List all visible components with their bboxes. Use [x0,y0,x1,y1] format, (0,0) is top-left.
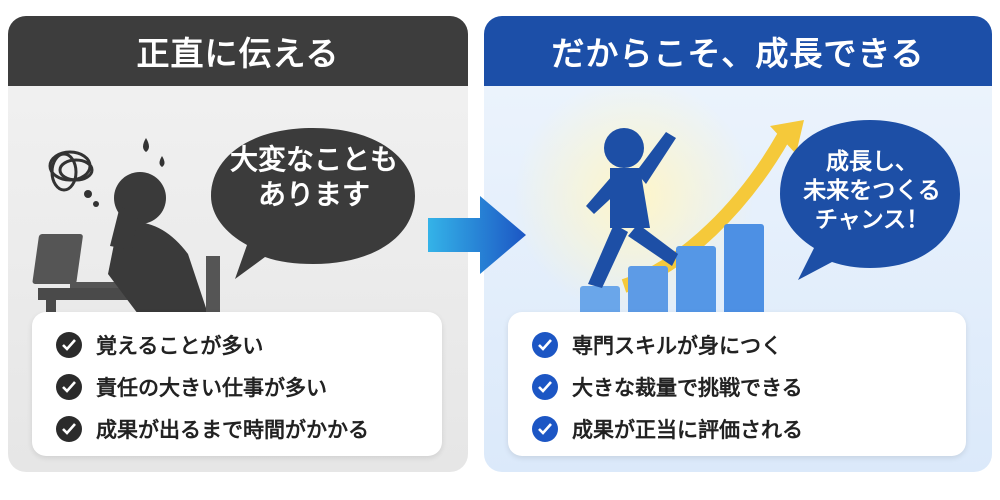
list-item: 専門スキルが身につく [508,324,966,366]
list-item: 責任の大きい仕事が多い [32,366,442,408]
check-circle-icon [56,374,82,400]
right-bubble-line2: 未来をつくる [803,177,941,204]
list-item-label: 大きな裁量で挑戦できる [572,376,803,400]
list-item-label: 成果が正当に評価される [572,418,803,442]
list-item: 成果が正当に評価される [508,408,966,450]
check-circle-icon [532,416,558,442]
right-arrow-icon [428,196,526,274]
check-circle-icon [56,416,82,442]
left-checklist: 覚えることが多い 責任の大きい仕事が多い 成果が出るまで時間がかかる [32,312,442,456]
left-bubble-text: 大変なことも あります [214,142,414,212]
growth-arrow-icon [770,120,804,154]
check-circle-icon [532,374,558,400]
list-item-label: 成果が出るまで時間がかかる [96,418,369,442]
right-checklist: 専門スキルが身につく 大きな裁量で挑戦できる 成果が正当に評価される [508,312,966,456]
right-panel: だからこそ、成長できる 専門スキルが身につく [484,16,992,472]
list-item-label: 責任の大きい仕事が多い [96,376,327,400]
left-bubble-line2: あります [257,178,370,211]
check-circle-icon [532,332,558,358]
left-bubble-line1: 大変なことも [229,143,398,176]
right-bubble-line1: 成長し、 [826,149,918,175]
climbing-person-icon [514,86,960,316]
right-panel-title: だからこそ、成長できる [484,16,992,86]
list-item: 大きな裁量で挑戦できる [508,366,966,408]
right-bubble-line3: チャンス！ [814,206,930,233]
stressed-person-icon [32,128,415,326]
right-bubble-text: 成長し、 未来をつくる チャンス！ [784,148,960,234]
left-panel: 正直に伝える 覚えることが多い [8,16,468,472]
list-item-label: 専門スキルが身につく [572,334,782,358]
list-item: 成果が出るまで時間がかかる [32,408,442,450]
check-circle-icon [56,332,82,358]
list-item-label: 覚えることが多い [96,334,264,358]
left-panel-title: 正直に伝える [8,16,468,86]
list-item: 覚えることが多い [32,324,442,366]
